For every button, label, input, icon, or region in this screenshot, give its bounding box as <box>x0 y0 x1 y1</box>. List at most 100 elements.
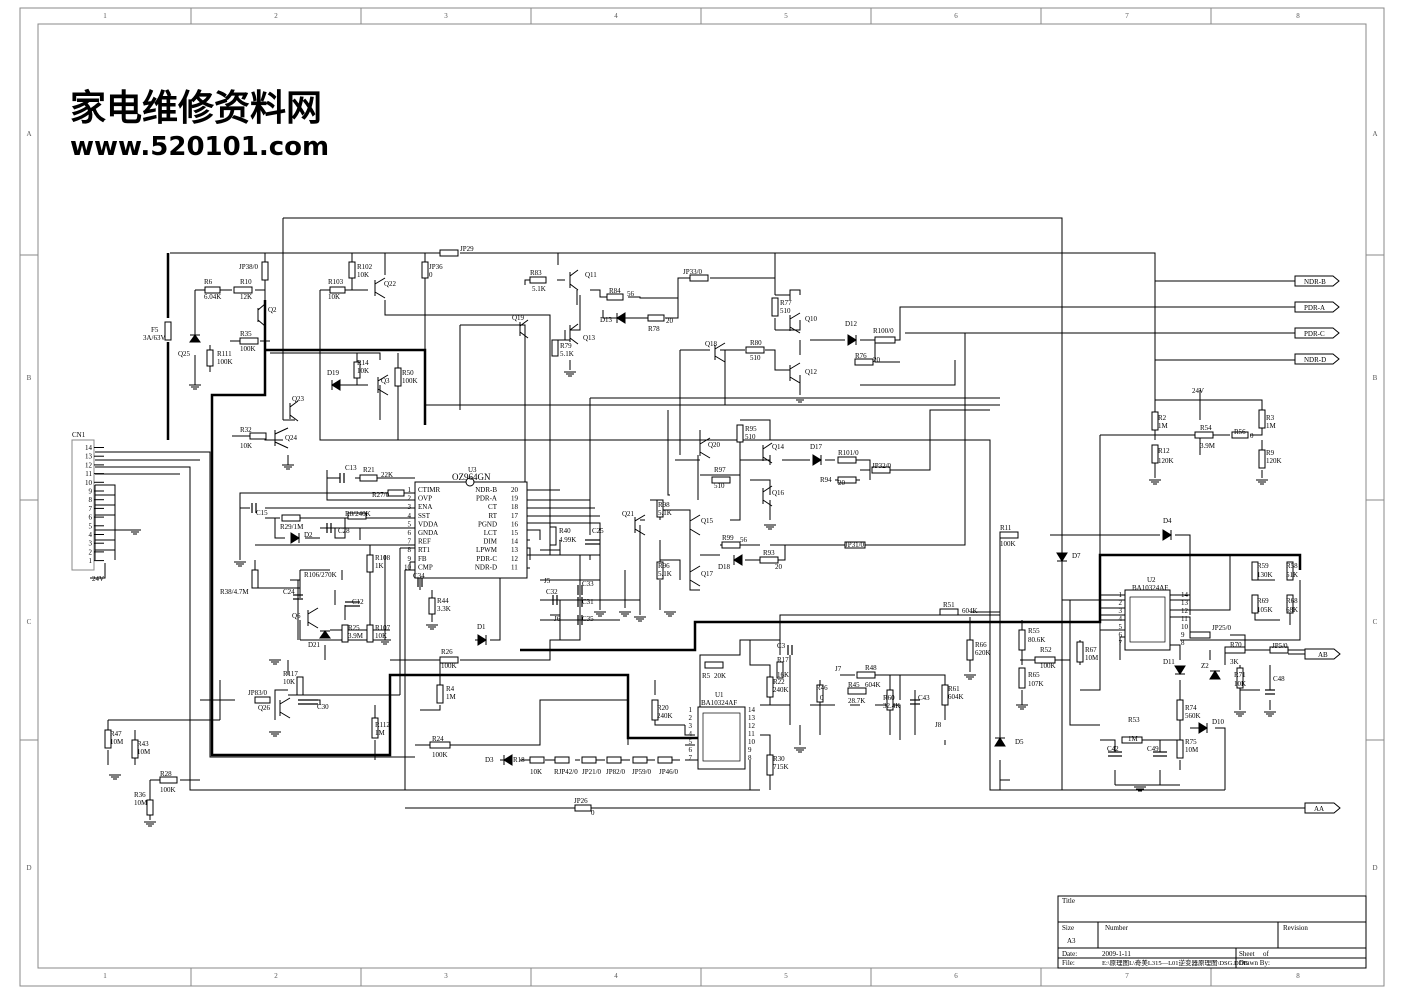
resistor-r103 <box>329 286 346 294</box>
resistor-r98 <box>656 499 664 518</box>
resistor-jp38 <box>261 261 269 281</box>
u2-pin-8: 8 <box>1181 639 1185 647</box>
resistor-r27 <box>387 489 405 497</box>
transistor-q12 <box>789 362 801 384</box>
u2-pin-4: 4 <box>1119 615 1123 623</box>
label-r36: R36 <box>134 791 146 799</box>
label-r80v: 510 <box>750 354 761 362</box>
label-q22: Q22 <box>384 280 397 288</box>
label-q20: Q20 <box>708 441 721 449</box>
label-jp29: JP29 <box>460 245 474 253</box>
u3-pin-12-name: PDR-C <box>476 555 497 563</box>
capacitor-c43 <box>910 699 920 705</box>
label-r77v: 510 <box>780 307 791 315</box>
label-r54v: 3.9M <box>1200 442 1216 450</box>
resistor-r56 <box>1231 431 1249 439</box>
resistor-jp26 <box>574 804 592 812</box>
u1-pin-14: 14 <box>748 706 756 714</box>
label-z2: Z2 <box>1201 662 1209 670</box>
transistor-q20 <box>699 437 711 459</box>
label-c3: C3 <box>777 642 786 650</box>
label-r75: R75 <box>1185 738 1197 746</box>
resistor-r45 <box>847 687 867 695</box>
u3-pin-20-name: NDR-B <box>475 486 497 494</box>
label-r51: R51 <box>943 601 955 609</box>
label-r55v: 80.6K <box>1028 636 1045 644</box>
highlighted-trace <box>166 253 1302 757</box>
diode-d10 <box>1198 722 1208 734</box>
resistor-r77 <box>771 297 779 317</box>
label-j6: J6 <box>554 615 561 623</box>
resistor-r68 <box>1286 594 1294 614</box>
u2-pin-3: 3 <box>1119 607 1123 615</box>
label-c49: C49 <box>1147 745 1159 753</box>
u2-pin-7: 7 <box>1119 639 1123 647</box>
label-c33: C33 <box>582 580 594 588</box>
label-r25: R25 <box>348 624 360 632</box>
resistor-jp82 <box>606 756 622 764</box>
label-jp21: JP21/0 <box>582 768 602 776</box>
label-c25: C25 <box>592 527 604 535</box>
u2-pin-11: 11 <box>1181 615 1188 623</box>
resistor-r10 <box>233 286 253 294</box>
transistor-q15 <box>689 514 701 536</box>
label-r103v: 10K <box>328 293 340 301</box>
label-r95v: 510 <box>745 433 756 441</box>
zone-col-bottom-8: 8 <box>1296 972 1300 980</box>
resistor-r107 <box>366 624 374 643</box>
label-r8: R8/240K <box>345 510 371 518</box>
resistor-r17 <box>776 661 784 679</box>
label-c13: C13 <box>345 464 357 472</box>
label-r97: R97 <box>714 466 726 474</box>
label-r2: R2 <box>1158 414 1167 422</box>
resistor-r24 <box>429 741 451 749</box>
label-r21: R21 <box>363 466 375 474</box>
title-block: Title Size A3 Number Revision Date: 2009… <box>1057 895 1367 969</box>
resistor-r95 <box>736 424 744 443</box>
resistor-rjp42 <box>554 756 570 764</box>
u2-pin-10: 10 <box>1181 623 1189 631</box>
label-r96v: 5.1K <box>658 570 672 578</box>
u3-pin-2-name: OVP <box>418 495 432 503</box>
u3-pin-15-name: LCT <box>484 529 498 537</box>
label-r60v: 32.4K <box>883 702 900 710</box>
resistor-jp31 <box>844 541 866 549</box>
resistor-r18 <box>529 756 545 764</box>
label-r43v: 10M <box>137 748 151 756</box>
label-d19: D19 <box>327 369 340 377</box>
label-r111: R111 <box>217 350 232 358</box>
label-c43: C43 <box>918 694 930 702</box>
u3-pin-2-num: 2 <box>408 495 412 503</box>
u3-pin-9-num: 9 <box>408 555 412 563</box>
label-r6: R6 <box>204 278 213 286</box>
resistor-r69 <box>1251 594 1259 614</box>
u3-right-pins: 20NDR-B19PDR-A18CT17RT16PGND15LCT14DIM13… <box>475 486 519 571</box>
title-block-date-label: Date: <box>1062 950 1077 958</box>
cn1-pin-3: 3 <box>89 540 93 548</box>
zone-row-left-D: D <box>26 864 31 872</box>
label-r20: R20 <box>657 704 669 712</box>
label-r46: R46 <box>816 684 828 692</box>
diode-d25 <box>189 334 201 343</box>
capacitors <box>251 473 1275 757</box>
label-r52v: 100K <box>1040 662 1056 670</box>
label-r40v: 4.99K <box>559 536 576 544</box>
cn1-pin-4: 4 <box>89 531 93 539</box>
label-r69: R69 <box>1257 597 1269 605</box>
label-r52: R52 <box>1040 646 1052 654</box>
label-q11: Q11 <box>585 271 597 279</box>
u3-pin-17-name: RT <box>488 512 497 520</box>
resistor-r6 <box>204 286 221 294</box>
u3-pin-1-num: 1 <box>408 486 412 494</box>
label-r3: R3 <box>1266 414 1275 422</box>
diode-d2 <box>290 532 300 544</box>
label-r4v: 1M <box>446 693 457 701</box>
capacitor-c42 <box>1108 751 1122 757</box>
label-r3v: 1M <box>1266 422 1277 430</box>
u3-pin-8-num: 8 <box>408 546 412 554</box>
zone-col-top-5: 5 <box>784 12 788 20</box>
label-r76: R76 <box>855 352 867 360</box>
